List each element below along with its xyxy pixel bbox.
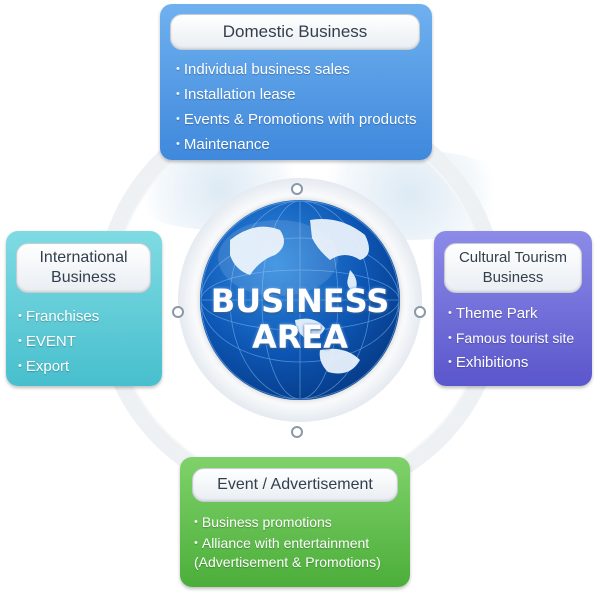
bullet-icon: • — [194, 537, 198, 549]
international-business-box: International Business •Franchises •EVEN… — [6, 231, 162, 386]
cultural-tourism-title-line2: Business — [482, 269, 544, 286]
cultural-tourism-business-box: Cultural Tourism Business •Theme Park •F… — [434, 231, 592, 386]
list-item-label: Exhibitions — [455, 354, 529, 371]
list-item: •Maintenance — [176, 132, 416, 157]
domestic-business-box: Domestic Business •Individual business s… — [160, 4, 432, 160]
list-item: •Individual business sales — [176, 57, 416, 82]
globe-icon — [200, 200, 400, 400]
list-item: •Exhibitions — [448, 350, 574, 375]
bullet-icon: • — [176, 63, 180, 75]
cultural-tourism-business-title: Cultural Tourism Business — [444, 243, 582, 293]
event-advertisement-title-text: Event / Advertisement — [217, 476, 373, 493]
cultural-tourism-title-line1: Cultural Tourism — [458, 249, 568, 266]
international-business-title-line1: International — [39, 249, 128, 266]
bullet-icon: • — [194, 516, 198, 528]
international-business-title: International Business — [16, 243, 151, 293]
list-item-label: Installation lease — [183, 86, 296, 103]
list-item-label: Export — [25, 358, 70, 375]
international-business-list: •Franchises •EVENT •Export — [18, 304, 99, 379]
center-title-line2: AREA — [251, 318, 349, 356]
list-item-label: Maintenance — [183, 136, 270, 153]
bullet-icon: • — [176, 138, 180, 150]
domestic-business-title: Domestic Business — [170, 14, 420, 50]
bullet-icon: • — [18, 310, 22, 322]
event-advertisement-title: Event / Advertisement — [192, 468, 398, 502]
list-item: •Installation lease — [176, 82, 416, 107]
bullet-icon: • — [448, 356, 452, 368]
connector-dot-icon — [172, 306, 184, 318]
connector-dot-icon — [414, 306, 426, 318]
list-item-label: Famous tourist site — [455, 330, 575, 346]
connector-dot-icon — [291, 183, 303, 195]
bullet-icon: • — [18, 360, 22, 372]
connector-dot-icon — [291, 426, 303, 438]
list-item: •Export — [18, 354, 99, 379]
domestic-business-list: •Individual business sales •Installation… — [176, 57, 416, 157]
bullet-icon: • — [448, 307, 452, 319]
cultural-tourism-business-list: •Theme Park •Famous tourist site •Exhibi… — [448, 301, 574, 375]
list-item-label: Individual business sales — [183, 61, 350, 78]
list-item: •Business promotions — [194, 511, 381, 534]
list-item: •Franchises — [18, 304, 99, 329]
list-item-label: (Advertisement & Promotions) — [194, 554, 381, 570]
list-item-label: Theme Park — [455, 305, 538, 322]
center-title-line1: BUSINESS — [210, 282, 390, 320]
list-item: (Advertisement & Promotions) — [194, 553, 381, 572]
list-item: •Events & Promotions with products — [176, 107, 416, 132]
bullet-icon: • — [176, 88, 180, 100]
bullet-icon: • — [448, 332, 452, 344]
list-item-label: Alliance with entertainment — [201, 535, 370, 551]
list-item: •Theme Park — [448, 301, 574, 326]
list-item: •Alliance with entertainment — [194, 534, 381, 553]
list-item-label: Franchises — [25, 308, 100, 325]
domestic-business-title-text: Domestic Business — [222, 22, 368, 41]
list-item-label: Events & Promotions with products — [183, 111, 417, 128]
list-item: •EVENT — [18, 329, 99, 354]
event-advertisement-list: •Business promotions •Alliance with ente… — [194, 511, 381, 572]
list-item: •Famous tourist site — [448, 326, 574, 350]
event-advertisement-box: Event / Advertisement •Business promotio… — [180, 457, 410, 587]
bullet-icon: • — [18, 335, 22, 347]
list-item-label: Business promotions — [201, 514, 332, 530]
list-item-label: EVENT — [25, 333, 76, 350]
international-business-title-line2: Business — [51, 269, 116, 286]
bullet-icon: • — [176, 113, 180, 125]
